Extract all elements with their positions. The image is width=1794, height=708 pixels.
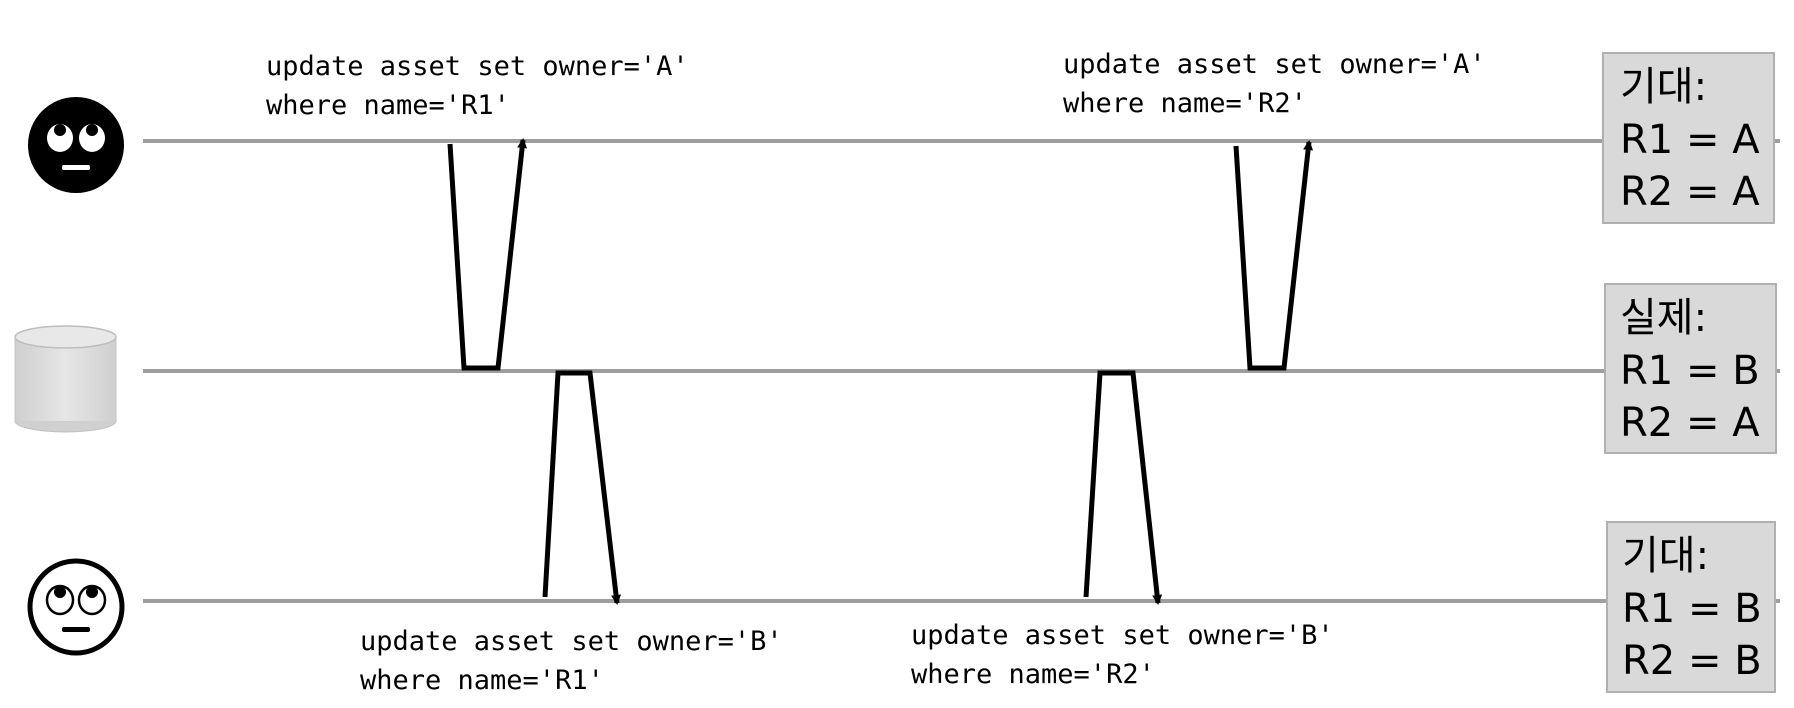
result-box-top-line1: R1 = A (1620, 117, 1760, 163)
eye-roll-emoji-light-icon (27, 558, 125, 656)
result-box-top: 기대: R1 = A R2 = A (1602, 52, 1775, 224)
result-box-middle-title: 실제: (1620, 295, 1707, 341)
message-arrow-top-r1 (447, 138, 528, 371)
query-bottom-r1-line1: update asset set owner='B' (360, 626, 783, 657)
result-box-bottom-title: 기대: (1622, 533, 1709, 579)
result-box-bottom-line2: R2 = B (1622, 638, 1762, 684)
query-bottom-r1-line2: where name='R1' (360, 665, 604, 696)
message-arrow-top-r2 (1233, 140, 1314, 371)
result-box-top-line2: R2 = A (1620, 169, 1760, 215)
query-top-r2-line2: where name='R2' (1063, 88, 1307, 119)
query-bottom-r2-line1: update asset set owner='B' (911, 620, 1334, 651)
message-arrow-bottom-r2 (1083, 370, 1163, 605)
query-top-r1-line2: where name='R1' (266, 90, 510, 121)
database-cylinder-icon (14, 325, 117, 433)
query-top-r2-line1: update asset set owner='A' (1063, 49, 1486, 80)
message-arrow-bottom-r1 (542, 370, 622, 605)
result-box-middle-line1: R1 = B (1620, 348, 1760, 394)
result-box-bottom-line1: R1 = B (1622, 586, 1762, 632)
query-top-r1-line1: update asset set owner='A' (266, 51, 689, 82)
result-box-top-title: 기대: (1620, 64, 1707, 110)
result-box-bottom: 기대: R1 = B R2 = B (1606, 521, 1776, 693)
result-box-middle: 실제: R1 = B R2 = A (1604, 283, 1777, 454)
eye-roll-emoji-dark-icon (28, 97, 124, 193)
result-box-middle-line2: R2 = A (1620, 400, 1760, 446)
query-bottom-r2-line2: where name='R2' (911, 659, 1155, 690)
